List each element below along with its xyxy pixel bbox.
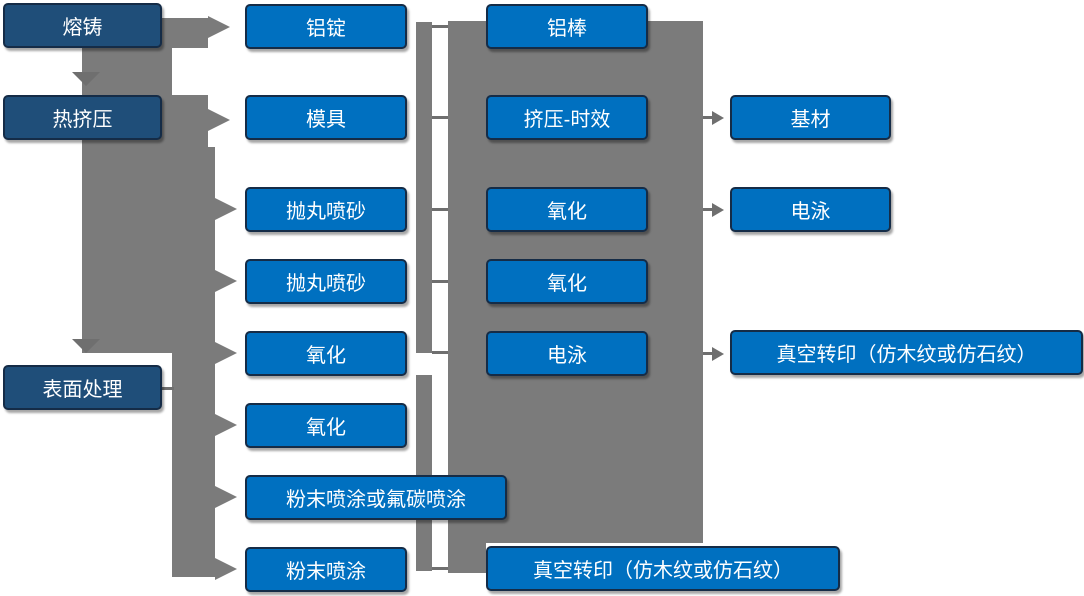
arrow-to-mold-icon: [208, 109, 230, 131]
node-label: 粉末喷涂: [286, 561, 366, 583]
arrow-to-aluminum-ingot-icon: [208, 16, 230, 38]
node-label: 氧化: [547, 201, 587, 223]
node-oxidation-1: 氧化: [245, 331, 407, 376]
node-label: 真空转印（仿木纹或仿石纹）: [776, 344, 1037, 366]
tie-line-row8: [432, 567, 448, 570]
node-label: 氧化: [306, 417, 346, 439]
connector-branch-row2: [160, 95, 208, 147]
node-mold: 模具: [245, 95, 407, 140]
node-label: 粉末喷涂或氟碳喷涂: [286, 489, 466, 511]
node-label: 电泳: [790, 201, 831, 223]
node-label: 真空转印（仿木纹或仿石纹）: [533, 560, 793, 582]
tie-line-row2: [432, 116, 448, 119]
arrow-shaft-to-electrophoresis: [703, 208, 714, 211]
node-shot-blasting-1: 抛丸喷砂: [245, 187, 407, 232]
node-label: 挤压-时效: [523, 109, 611, 131]
node-powder-or-fluorocarbon-coating: 粉末喷涂或氟碳喷涂: [245, 475, 507, 520]
node-powder-coating: 粉末喷涂: [245, 547, 407, 592]
node-vacuum-transfer-1: 真空转印（仿木纹或仿石纹）: [486, 546, 840, 591]
arrow-to-vacuum-transfer-icon: [712, 347, 724, 361]
node-electrophoresis-1: 电泳: [486, 331, 648, 376]
tie-line-row5: [432, 351, 448, 354]
arrow-down-to-hot-extrusion-icon: [72, 72, 100, 86]
arrow-down-to-surface-treatment-icon: [72, 339, 100, 353]
tie-line-row1: [432, 25, 448, 28]
node-label: 熔铸: [62, 17, 103, 39]
node-label: 氧化: [306, 345, 346, 367]
node-shot-blasting-2: 抛丸喷砂: [245, 259, 407, 304]
arrow-to-powder-fluorocarbon-icon: [215, 486, 237, 508]
node-aluminum-ingot: 铝锭: [245, 4, 407, 49]
connector-trunk-left: [82, 18, 172, 353]
node-label: 模具: [306, 109, 346, 131]
node-label: 抛丸喷砂: [286, 273, 366, 295]
node-label: 基材: [790, 109, 831, 131]
node-aluminum-rod: 铝棒: [486, 4, 648, 49]
arrow-to-oxidation-2-icon: [215, 414, 237, 436]
arrow-to-substrate-icon: [712, 111, 724, 125]
node-vacuum-transfer-2: 真空转印（仿木纹或仿石纹）: [730, 330, 1083, 375]
connector-bar-mid-upper: [416, 22, 432, 353]
connector-surface-treatment-line: [162, 387, 174, 390]
node-surface-treatment: 表面处理: [3, 365, 162, 410]
arrow-to-shot-blasting-2-icon: [215, 270, 237, 292]
tie-line-row4: [432, 280, 448, 283]
connector-trunk-surface: [172, 147, 215, 577]
arrow-to-shot-blasting-1-icon: [215, 198, 237, 220]
node-label: 铝锭: [306, 18, 346, 40]
tie-line-row3: [432, 208, 448, 211]
node-label: 氧化: [547, 273, 587, 295]
node-melting-casting: 熔铸: [3, 3, 162, 48]
node-label: 电泳: [547, 345, 587, 367]
arrow-to-oxidation-1-icon: [215, 342, 237, 364]
node-extrusion-aging: 挤压-时效: [486, 95, 648, 140]
connector-branch-row1: [160, 18, 208, 48]
arrow-to-electrophoresis-icon: [712, 203, 724, 217]
arrow-to-powder-coating-icon: [215, 558, 237, 580]
node-label: 铝棒: [547, 18, 587, 40]
connector-bar-mid-lower: [416, 375, 432, 571]
node-label: 表面处理: [42, 379, 123, 401]
node-label: 抛丸喷砂: [286, 201, 366, 223]
arrow-shaft-to-substrate: [703, 116, 714, 119]
node-oxidation-3: 氧化: [486, 187, 648, 232]
node-hot-extrusion: 热挤压: [3, 95, 162, 140]
node-electrophoresis-2: 电泳: [730, 187, 891, 232]
connector-block-column3-leg: [448, 543, 486, 573]
node-substrate: 基材: [730, 95, 891, 140]
arrow-shaft-to-vacuum-transfer: [703, 352, 714, 355]
node-label: 热挤压: [52, 109, 113, 131]
node-oxidation-4: 氧化: [486, 259, 648, 304]
node-oxidation-2: 氧化: [245, 403, 407, 448]
